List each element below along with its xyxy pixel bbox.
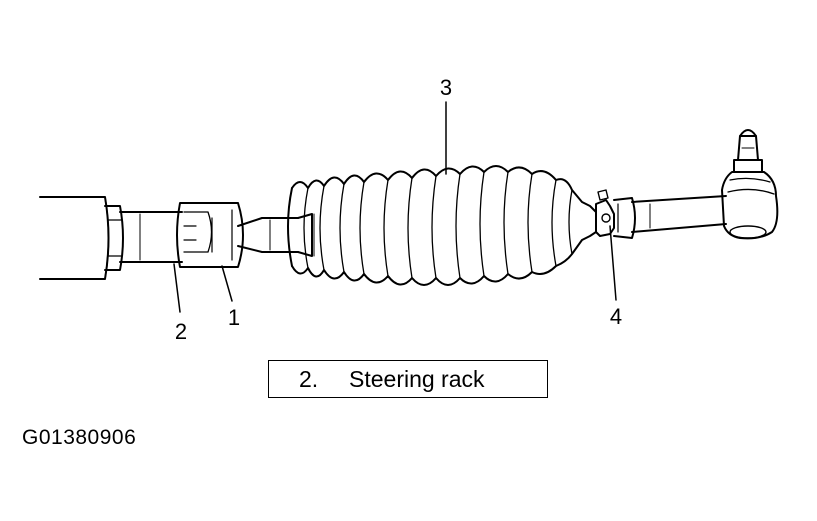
tie-rod-nut xyxy=(613,197,636,239)
callout-1: 1 xyxy=(228,305,240,330)
inner-rod xyxy=(119,211,183,263)
callout-3: 3 xyxy=(440,75,452,100)
leader-line-4 xyxy=(609,225,617,301)
outer-tie-rod xyxy=(631,195,727,233)
adjuster-sleeve xyxy=(176,202,244,268)
caption-number: 2. xyxy=(299,365,319,392)
tapered-rod xyxy=(237,213,313,257)
callout-2: 2 xyxy=(175,319,187,344)
tie-rod-end xyxy=(721,129,779,240)
rack-housing xyxy=(39,196,110,280)
leader-line-2 xyxy=(173,263,181,313)
rubber-boot xyxy=(287,165,597,286)
leader-lines xyxy=(173,101,617,313)
leader-line-1 xyxy=(221,265,233,302)
boot-clamp xyxy=(595,189,615,237)
figure-id: G01380906 xyxy=(22,426,137,449)
locknut xyxy=(104,205,124,271)
callout-4: 4 xyxy=(610,304,622,329)
caption-title: Steering rack xyxy=(349,365,485,392)
caption-box: 2. Steering rack xyxy=(268,360,548,398)
